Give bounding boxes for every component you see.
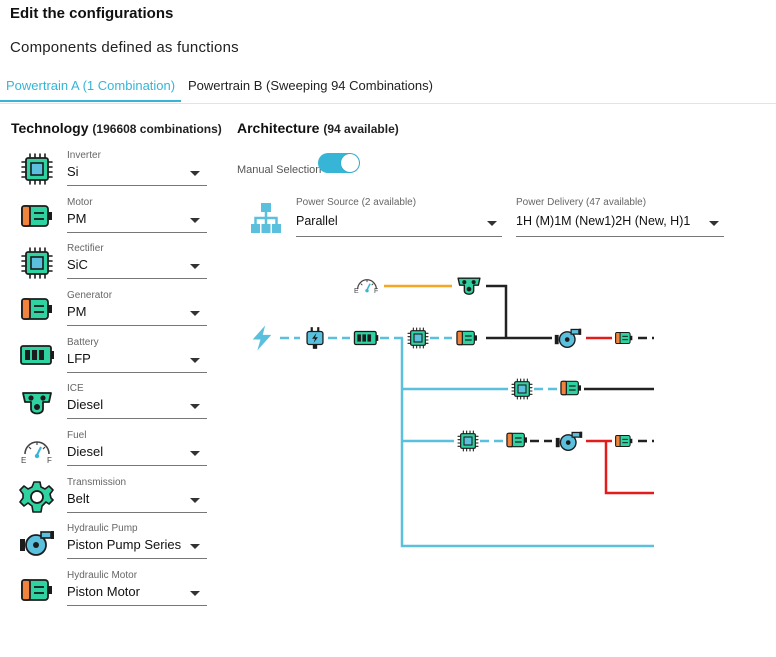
- hydraulic-motor-label: Hydraulic Motor: [67, 570, 138, 581]
- tab-powertrain-a[interactable]: Powertrain A (1 Combination): [6, 78, 176, 93]
- hydraulic-pump-label: Hydraulic Pump: [67, 523, 138, 534]
- charger-icon: [306, 326, 324, 350]
- ice-label: ICE: [67, 383, 84, 394]
- electric-vertical-bus: [400, 338, 654, 548]
- rectifier-label: Rectifier: [67, 243, 104, 254]
- hydraulic-pump-icon: [553, 327, 583, 349]
- fuel-select[interactable]: Fuel Diesel: [67, 430, 207, 466]
- motor-icon: [18, 198, 56, 234]
- hierarchy-icon: [248, 200, 284, 236]
- hydraulic-motor-select[interactable]: Hydraulic Motor Piston Motor: [67, 570, 207, 606]
- motor-icon: [18, 572, 56, 608]
- gear-icon: [18, 479, 56, 515]
- chevron-down-icon: [190, 544, 200, 549]
- rectifier-select[interactable]: Rectifier SiC: [67, 243, 207, 279]
- chevron-down-icon: [190, 171, 200, 176]
- inverter-select[interactable]: Inverter Si: [67, 150, 207, 186]
- hydraulic-motor-value: Piston Motor: [67, 584, 140, 599]
- power-delivery-value: 1H (M)1M (New1)2H (New, H)1...: [516, 214, 691, 228]
- power-source-value: Parallel: [296, 214, 338, 228]
- page-subtitle: Components defined as functions: [10, 39, 239, 56]
- chip-icon: [457, 430, 479, 452]
- manual-selection-label: Manual Selection: [237, 164, 322, 176]
- power-source-select[interactable]: Power Source (2 available) Parallel: [296, 197, 502, 237]
- chip-icon: [407, 327, 429, 349]
- transmission-select[interactable]: Transmission Belt: [67, 477, 207, 513]
- gauge-full-letter: F: [47, 456, 52, 465]
- engine-icon: [457, 277, 481, 295]
- fuel-label: Fuel: [67, 430, 87, 441]
- technology-count: (196608 combinations): [92, 122, 222, 136]
- architecture-heading: Architecture: [237, 120, 320, 136]
- chevron-down-icon: [190, 498, 200, 503]
- motor-label: Motor: [67, 197, 93, 208]
- motor-icon: [456, 330, 478, 346]
- electricity-icon: [252, 325, 272, 351]
- hydraulic-pump-select[interactable]: Hydraulic Pump Piston Pump Series: [67, 523, 207, 559]
- chevron-down-icon: [190, 451, 200, 456]
- chip-icon: [511, 378, 533, 400]
- motor-icon: [615, 331, 633, 345]
- technology-heading: Technology: [11, 120, 89, 136]
- connection-lines: [280, 284, 654, 548]
- tab-powertrain-b[interactable]: Powertrain B (Sweeping 94 Combinations): [188, 78, 433, 93]
- chip-icon: [18, 151, 56, 187]
- motor-icon: [18, 291, 56, 327]
- chip-icon: [18, 245, 56, 281]
- architecture-title: Architecture (94 available): [237, 120, 399, 136]
- tabs-divider: [0, 103, 776, 104]
- battery-value: LFP: [67, 351, 91, 366]
- generator-value: PM: [67, 304, 87, 319]
- battery-icon: [353, 330, 379, 346]
- fuel-value: Diesel: [67, 444, 104, 459]
- power-source-label: Power Source (2 available): [296, 197, 417, 208]
- battery-label: Battery: [67, 337, 99, 348]
- chevron-down-icon: [190, 358, 200, 363]
- toggle-knob: [341, 154, 359, 172]
- chevron-down-icon: [190, 591, 200, 596]
- generator-label: Generator: [67, 290, 113, 301]
- motor-select[interactable]: Motor PM: [67, 197, 207, 233]
- transmission-label: Transmission: [67, 477, 127, 488]
- architecture-count: (94 available): [323, 122, 399, 136]
- motor-icon: [560, 380, 582, 396]
- generator-select[interactable]: Generator PM: [67, 290, 207, 326]
- hydraulic-pump-icon: [18, 525, 56, 561]
- gauge-empty-letter: E: [21, 456, 26, 465]
- gauge-full-letter: F: [374, 288, 378, 295]
- chevron-down-icon: [487, 221, 497, 226]
- fuel-gauge-icon: E F: [21, 432, 52, 465]
- hydraulic-pump-value: Piston Pump Series: [67, 537, 182, 552]
- architecture-diagram: E F: [252, 277, 654, 548]
- power-delivery-select[interactable]: Power Delivery (47 available) 1H (M)1M (…: [516, 197, 724, 237]
- rectifier-value: SiC: [67, 257, 88, 272]
- gauge-empty-letter: E: [354, 288, 359, 295]
- chevron-down-icon: [190, 404, 200, 409]
- battery-select[interactable]: Battery LFP: [67, 337, 207, 373]
- motor-value: PM: [67, 211, 87, 226]
- engine-icon: [18, 385, 56, 421]
- inverter-label: Inverter: [67, 150, 101, 161]
- chevron-down-icon: [190, 264, 200, 269]
- active-tab-indicator: [0, 100, 181, 102]
- ice-value: Diesel: [67, 397, 104, 412]
- chevron-down-icon: [190, 218, 200, 223]
- technology-title: Technology (196608 combinations): [11, 120, 222, 136]
- battery-icon: [18, 337, 56, 373]
- ice-select[interactable]: ICE Diesel: [67, 383, 207, 419]
- motor-icon: [615, 434, 633, 448]
- transmission-value: Belt: [67, 491, 90, 506]
- chevron-down-icon: [709, 221, 719, 226]
- manual-selection-toggle[interactable]: [318, 153, 360, 173]
- power-delivery-label: Power Delivery (47 available): [516, 197, 647, 208]
- hydraulic-line: [604, 441, 654, 495]
- motor-icon: [506, 432, 528, 448]
- inverter-value: Si: [67, 164, 79, 179]
- page-title: Edit the configurations: [10, 5, 174, 22]
- chevron-down-icon: [190, 311, 200, 316]
- mechanical-line: [486, 284, 508, 338]
- hydraulic-pump-icon: [555, 430, 583, 452]
